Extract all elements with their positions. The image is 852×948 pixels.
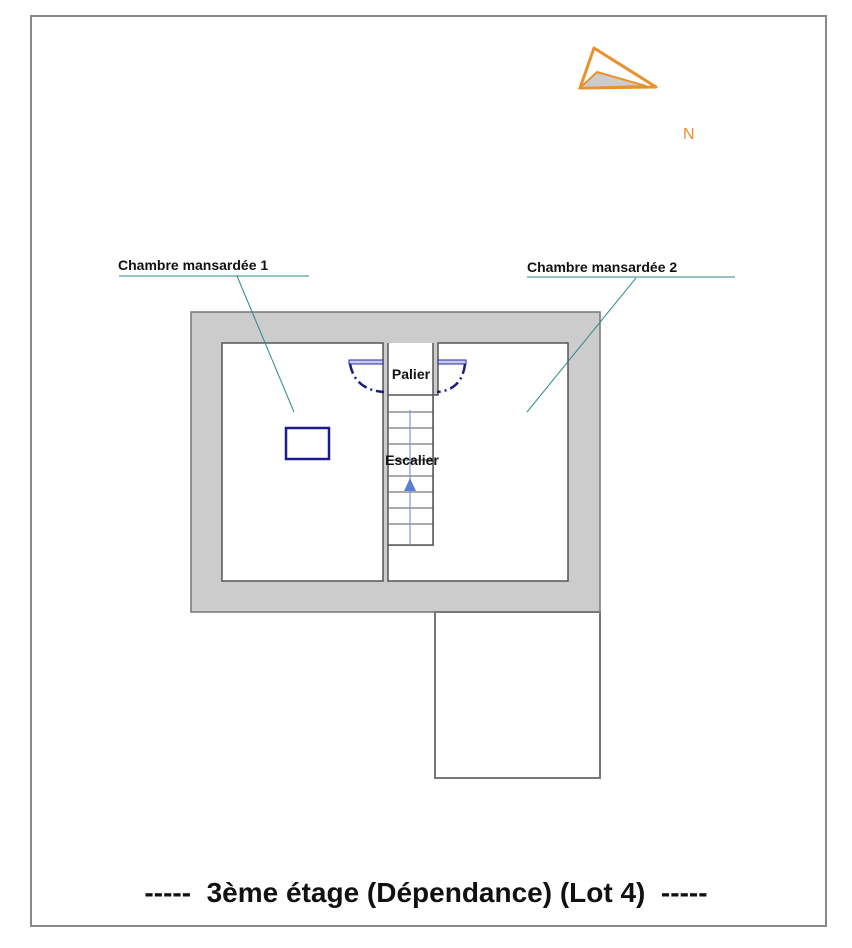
stair-arrow-icon — [404, 478, 416, 491]
annex-area — [434, 611, 601, 779]
door-right[interactable] — [436, 359, 467, 394]
label-escalier: Escalier — [385, 452, 439, 468]
door-left[interactable] — [348, 359, 385, 394]
leader-line-room2 — [526, 277, 637, 413]
north-label: N — [683, 126, 695, 143]
skylight — [284, 426, 331, 461]
landing — [388, 343, 433, 395]
compass-icon — [577, 46, 658, 90]
room-chambre-1 — [221, 342, 384, 582]
label-palier: Palier — [392, 366, 431, 382]
leader-line-room1 — [236, 275, 295, 413]
plan-title: ----- 3ème étage (Dépendance) (Lot 4) --… — [144, 877, 707, 908]
label-chambre-2: Chambre mansardée 2 — [527, 259, 677, 275]
label-chambre-1: Chambre mansardée 1 — [118, 257, 268, 273]
